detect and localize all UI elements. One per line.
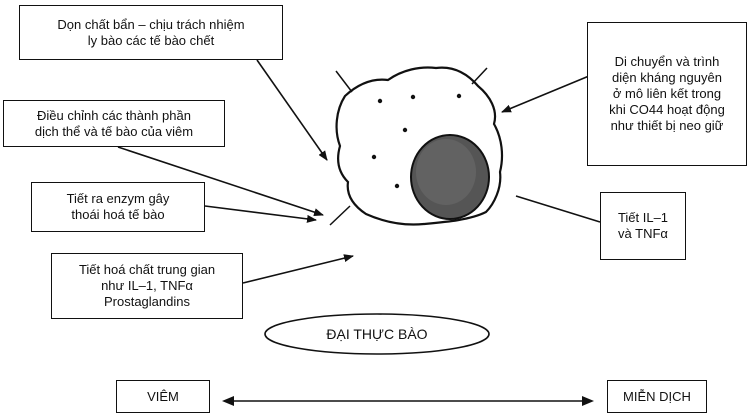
granule	[403, 128, 407, 132]
granule	[395, 184, 399, 188]
label-antigen-presentation: Di chuyển và trình diện kháng nguyên ở m…	[587, 22, 747, 166]
label-mediator-secretion: Tiết hoá chất trung gian như IL–1, TNFα …	[51, 253, 243, 319]
cell-spike	[472, 68, 487, 84]
label-cytokine-secretion: Tiết IL–1 và TNFα	[600, 192, 686, 260]
spectrum-right-label: MIỄN DỊCH	[607, 380, 707, 413]
spectrum-arrowhead-right	[582, 396, 594, 406]
spectrum-left-label: VIÊM	[116, 380, 210, 413]
cell-spike	[336, 71, 352, 92]
arrow-antigen	[502, 76, 589, 112]
granule	[457, 94, 461, 98]
line-cytokines	[516, 196, 600, 222]
granule	[372, 155, 376, 159]
label-enzyme-secretion: Tiết ra enzym gây thoái hoá tế bào	[31, 182, 205, 232]
macrophage-title: ĐẠI THỰC BÀO	[265, 314, 489, 354]
granule	[411, 95, 415, 99]
cell-spike	[330, 206, 350, 225]
granule	[378, 99, 382, 103]
spectrum-arrowhead-left	[222, 396, 234, 406]
label-regulate-inflammation: Điều chỉnh các thành phần dịch thể và tế…	[3, 100, 225, 147]
label-phagocytosis: Dọn chất bẩn – chịu trách nhiệm ly bào c…	[19, 5, 283, 60]
arrow-enzyme	[205, 206, 316, 220]
nucleus-shading	[416, 139, 476, 205]
arrow-phagocytosis	[257, 60, 327, 160]
arrow-mediators	[243, 256, 353, 283]
